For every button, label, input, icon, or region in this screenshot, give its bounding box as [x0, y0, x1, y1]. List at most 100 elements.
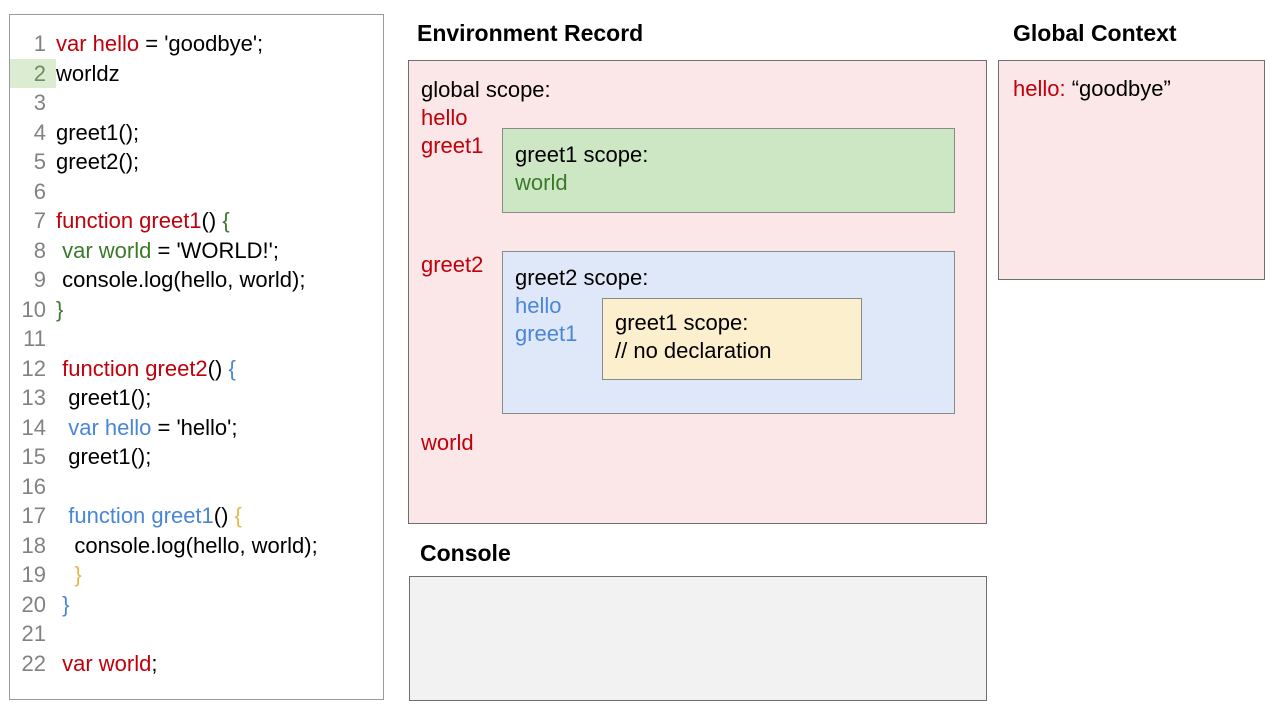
code-token: = 'hello';: [151, 414, 238, 440]
line-number: 15: [21, 444, 46, 469]
greet1-nested-scope-box: greet1 scope: // no declaration: [602, 298, 862, 380]
code-line[interactable]: 9 console.log(hello, world);: [10, 265, 383, 295]
line-number: 12: [21, 355, 46, 381]
global-context-entry-key: hello:: [1013, 76, 1066, 101]
code-token: greet1();: [56, 119, 140, 145]
code-line[interactable]: 8 var world = 'WORLD!';: [10, 236, 383, 266]
code-line-text: function greet1() {: [56, 206, 230, 236]
code-line[interactable]: 15 greet1();: [10, 442, 383, 472]
code-line[interactable]: 10}: [10, 295, 383, 325]
code-line[interactable]: 13 greet1();: [10, 383, 383, 413]
line-number: 7: [33, 208, 46, 233]
line-number: 13: [21, 385, 46, 410]
code-line[interactable]: 21: [10, 619, 383, 649]
code-line[interactable]: 17 function greet1() {: [10, 501, 383, 531]
environment-record-title: Environment Record: [417, 20, 644, 46]
code-token: (): [207, 355, 229, 381]
line-number: 22: [21, 650, 46, 676]
greet2-binding-hello: hello: [515, 293, 562, 318]
line-number: 3: [33, 90, 46, 115]
code-token: function greet1: [56, 208, 202, 233]
environment-record-panel: global scope: hello greet1 greet2 world …: [408, 60, 987, 524]
global-context-title: Global Context: [1013, 20, 1177, 46]
code-line-text: var world;: [56, 649, 158, 679]
code-line[interactable]: 18 console.log(hello, world);: [10, 531, 383, 561]
global-binding-greet2: greet2: [421, 252, 484, 277]
global-scope-heading: global scope:: [421, 77, 551, 102]
code-line-text: }: [56, 590, 69, 620]
greet1-scope-heading: greet1 scope:: [515, 142, 649, 167]
code-token: function greet2: [62, 355, 208, 381]
line-number: 1: [33, 31, 46, 56]
line-number: 4: [33, 119, 46, 145]
code-line[interactable]: 7 function greet1() {: [10, 206, 383, 236]
code-token: greet2();: [56, 149, 140, 174]
line-number: 2: [10, 58, 56, 88]
code-line-text: console.log(hello, world);: [56, 265, 305, 295]
code-line-text: function greet2() {: [56, 354, 236, 384]
code-line-text: console.log(hello, world);: [56, 531, 318, 561]
code-token: greet1();: [56, 444, 152, 469]
code-line[interactable]: 12 function greet2() {: [10, 354, 383, 384]
console-output: [410, 577, 986, 593]
line-number: 8: [33, 237, 46, 263]
greet1-scope-box: greet1 scope: world: [502, 128, 955, 213]
line-number: 5: [33, 149, 46, 174]
code-line-text: var hello = 'hello';: [56, 413, 237, 443]
code-line[interactable]: 3: [10, 88, 383, 118]
code-token: var hello: [56, 31, 140, 56]
code-token: console.log(hello, world);: [56, 267, 306, 292]
line-number: 19: [21, 562, 46, 587]
code-line[interactable]: 14 var hello = 'hello';: [10, 413, 383, 443]
greet2-binding-greet1: greet1: [515, 321, 578, 346]
code-line[interactable]: 22 var world;: [10, 649, 383, 679]
code-line-text: var hello = 'goodbye';: [56, 29, 263, 59]
code-token: {: [228, 355, 236, 381]
global-binding-hello: hello: [421, 105, 468, 130]
code-token: = 'goodbye';: [139, 31, 264, 56]
code-line[interactable]: 16: [10, 472, 383, 502]
code-token: {: [234, 503, 242, 528]
code-line[interactable]: 19 }: [10, 560, 383, 590]
greet1-nested-scope-heading: greet1 scope:: [615, 310, 749, 335]
code-token: console.log(hello, world);: [56, 532, 318, 558]
code-line-text: worldz: [56, 59, 120, 89]
code-token: greet1();: [56, 385, 152, 410]
code-line-text: greet2();: [56, 147, 139, 177]
code-token: (): [213, 503, 235, 528]
code-token: (): [201, 208, 223, 233]
code-line[interactable]: 1 var hello = 'goodbye';: [10, 29, 383, 59]
code-line[interactable]: 4 greet1();: [10, 118, 383, 148]
global-context-panel: hello: “goodbye”: [998, 60, 1265, 280]
line-number: 6: [33, 178, 46, 204]
line-number: 14: [21, 414, 46, 440]
code-token: [56, 415, 68, 440]
global-binding-world: world: [421, 430, 474, 455]
code-token: [56, 503, 68, 528]
greet1-nested-scope-note: // no declaration: [615, 338, 772, 363]
code-token: function greet1: [68, 503, 214, 528]
code-token: var world: [62, 237, 152, 263]
code-line[interactable]: 5 greet2();: [10, 147, 383, 177]
code-line-text: greet1();: [56, 442, 151, 472]
code-line-text: greet1();: [56, 118, 139, 148]
code-line[interactable]: 11: [10, 324, 383, 354]
global-context-entry-value: “goodbye”: [1065, 76, 1171, 101]
console-panel[interactable]: [409, 576, 987, 701]
code-token: {: [222, 208, 230, 233]
code-line-text: greet1();: [56, 383, 151, 413]
code-token: var world: [62, 650, 152, 676]
code-line[interactable]: 6: [10, 177, 383, 207]
line-number: 11: [23, 326, 46, 351]
code-token: }: [62, 591, 70, 617]
code-token: }: [74, 562, 82, 587]
line-number: 17: [21, 503, 46, 528]
code-token: ;: [151, 650, 158, 676]
greet2-scope-box: greet2 scope: hello greet1 greet1 scope:…: [502, 251, 955, 414]
code-line[interactable]: 20 }: [10, 590, 383, 620]
line-number: 10: [21, 296, 46, 322]
